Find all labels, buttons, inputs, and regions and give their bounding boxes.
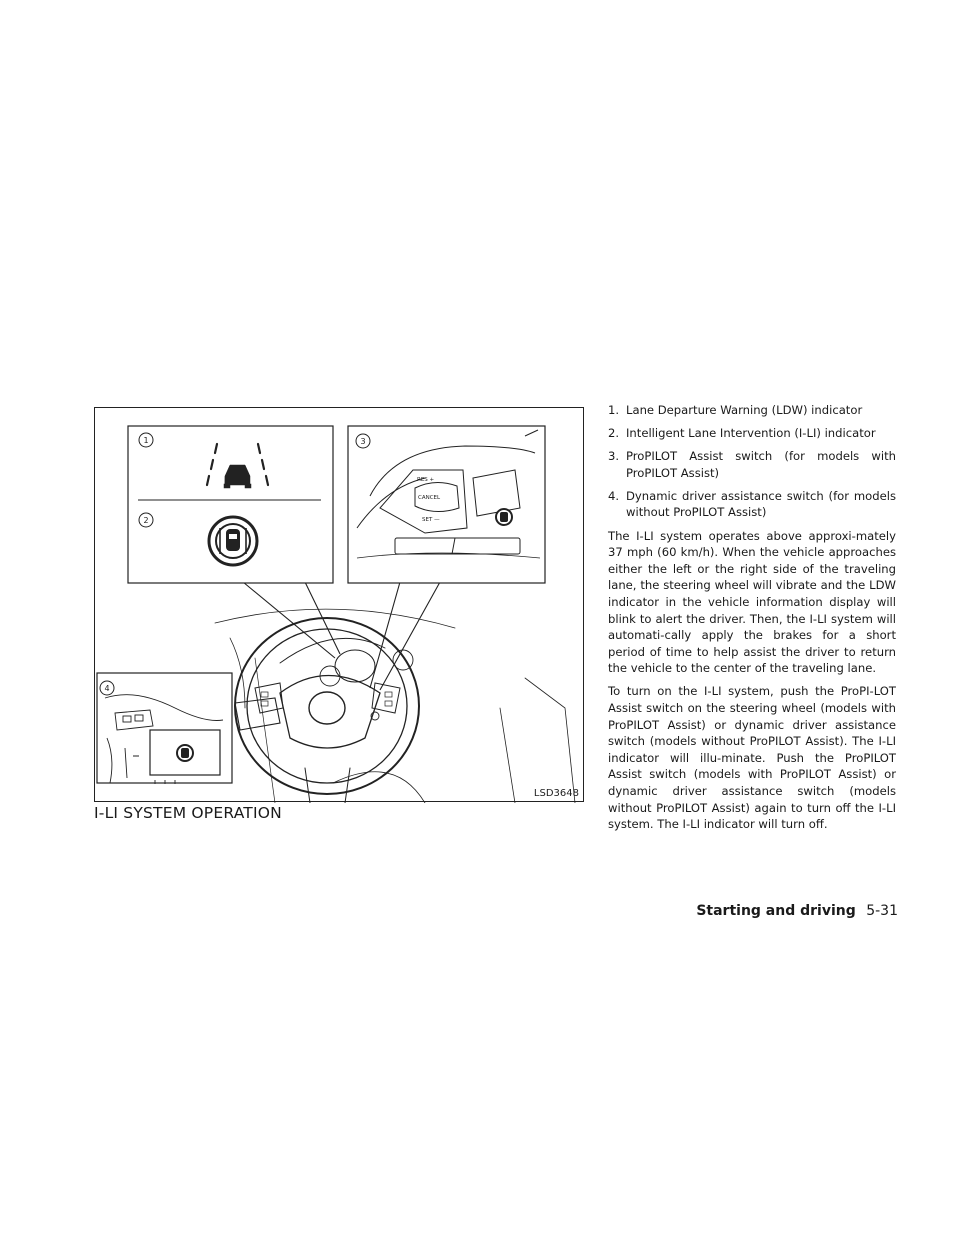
dynamic-switch-panel: 4 [96, 672, 281, 784]
body-paragraph: The I-LI system operates above approxi-m… [608, 528, 896, 676]
footer-section-title: Starting and driving [696, 903, 856, 919]
page-footer: Starting and driving 5-31 [696, 903, 898, 919]
indicator-panel: 1 2 [127, 425, 334, 584]
set-label: SET — [422, 517, 440, 523]
page-number: 5-31 [866, 903, 898, 919]
legend-item: 1.Lane Departure Warning (LDW) indicator [608, 403, 863, 417]
legend-item: 2.Intelligent Lane Intervention (I-LI) i… [608, 426, 876, 441]
propilot-switch-panel: RES + CANCEL SET — 3 [347, 425, 546, 584]
cancel-label: CANCEL [418, 495, 441, 501]
callout-1: 1 [143, 436, 148, 445]
propilot-button-icon [495, 508, 513, 526]
callout-3: 3 [360, 437, 365, 446]
ldw-indicator-icon [205, 442, 270, 489]
callout-2: 2 [143, 516, 148, 525]
text-column: 1.Lane Departure Warning (LDW) indicator… [608, 402, 896, 839]
dynamic-assist-button-icon [176, 744, 194, 762]
figure-code: LSD3648 [533, 788, 579, 799]
callout-4: 4 [104, 684, 109, 693]
ili-indicator-icon [207, 515, 259, 567]
legend-item: 3.ProPILOT Assist switch (for models wit… [608, 449, 896, 480]
steering-wheel-illustration: 1 2 RES + CANCEL SET — [96, 425, 576, 803]
body-paragraph: To turn on the I-LI system, push the Pro… [608, 684, 896, 832]
section-heading: I-LI SYSTEM OPERATION [94, 804, 282, 822]
legend-item: 4.Dynamic driver assistance switch (for … [608, 488, 896, 520]
figure-legend: 1.Lane Departure Warning (LDW) indicator… [608, 402, 896, 521]
res-label: RES + [417, 477, 435, 483]
illustration-figure: 1 2 RES + CANCEL SET — [94, 407, 584, 803]
